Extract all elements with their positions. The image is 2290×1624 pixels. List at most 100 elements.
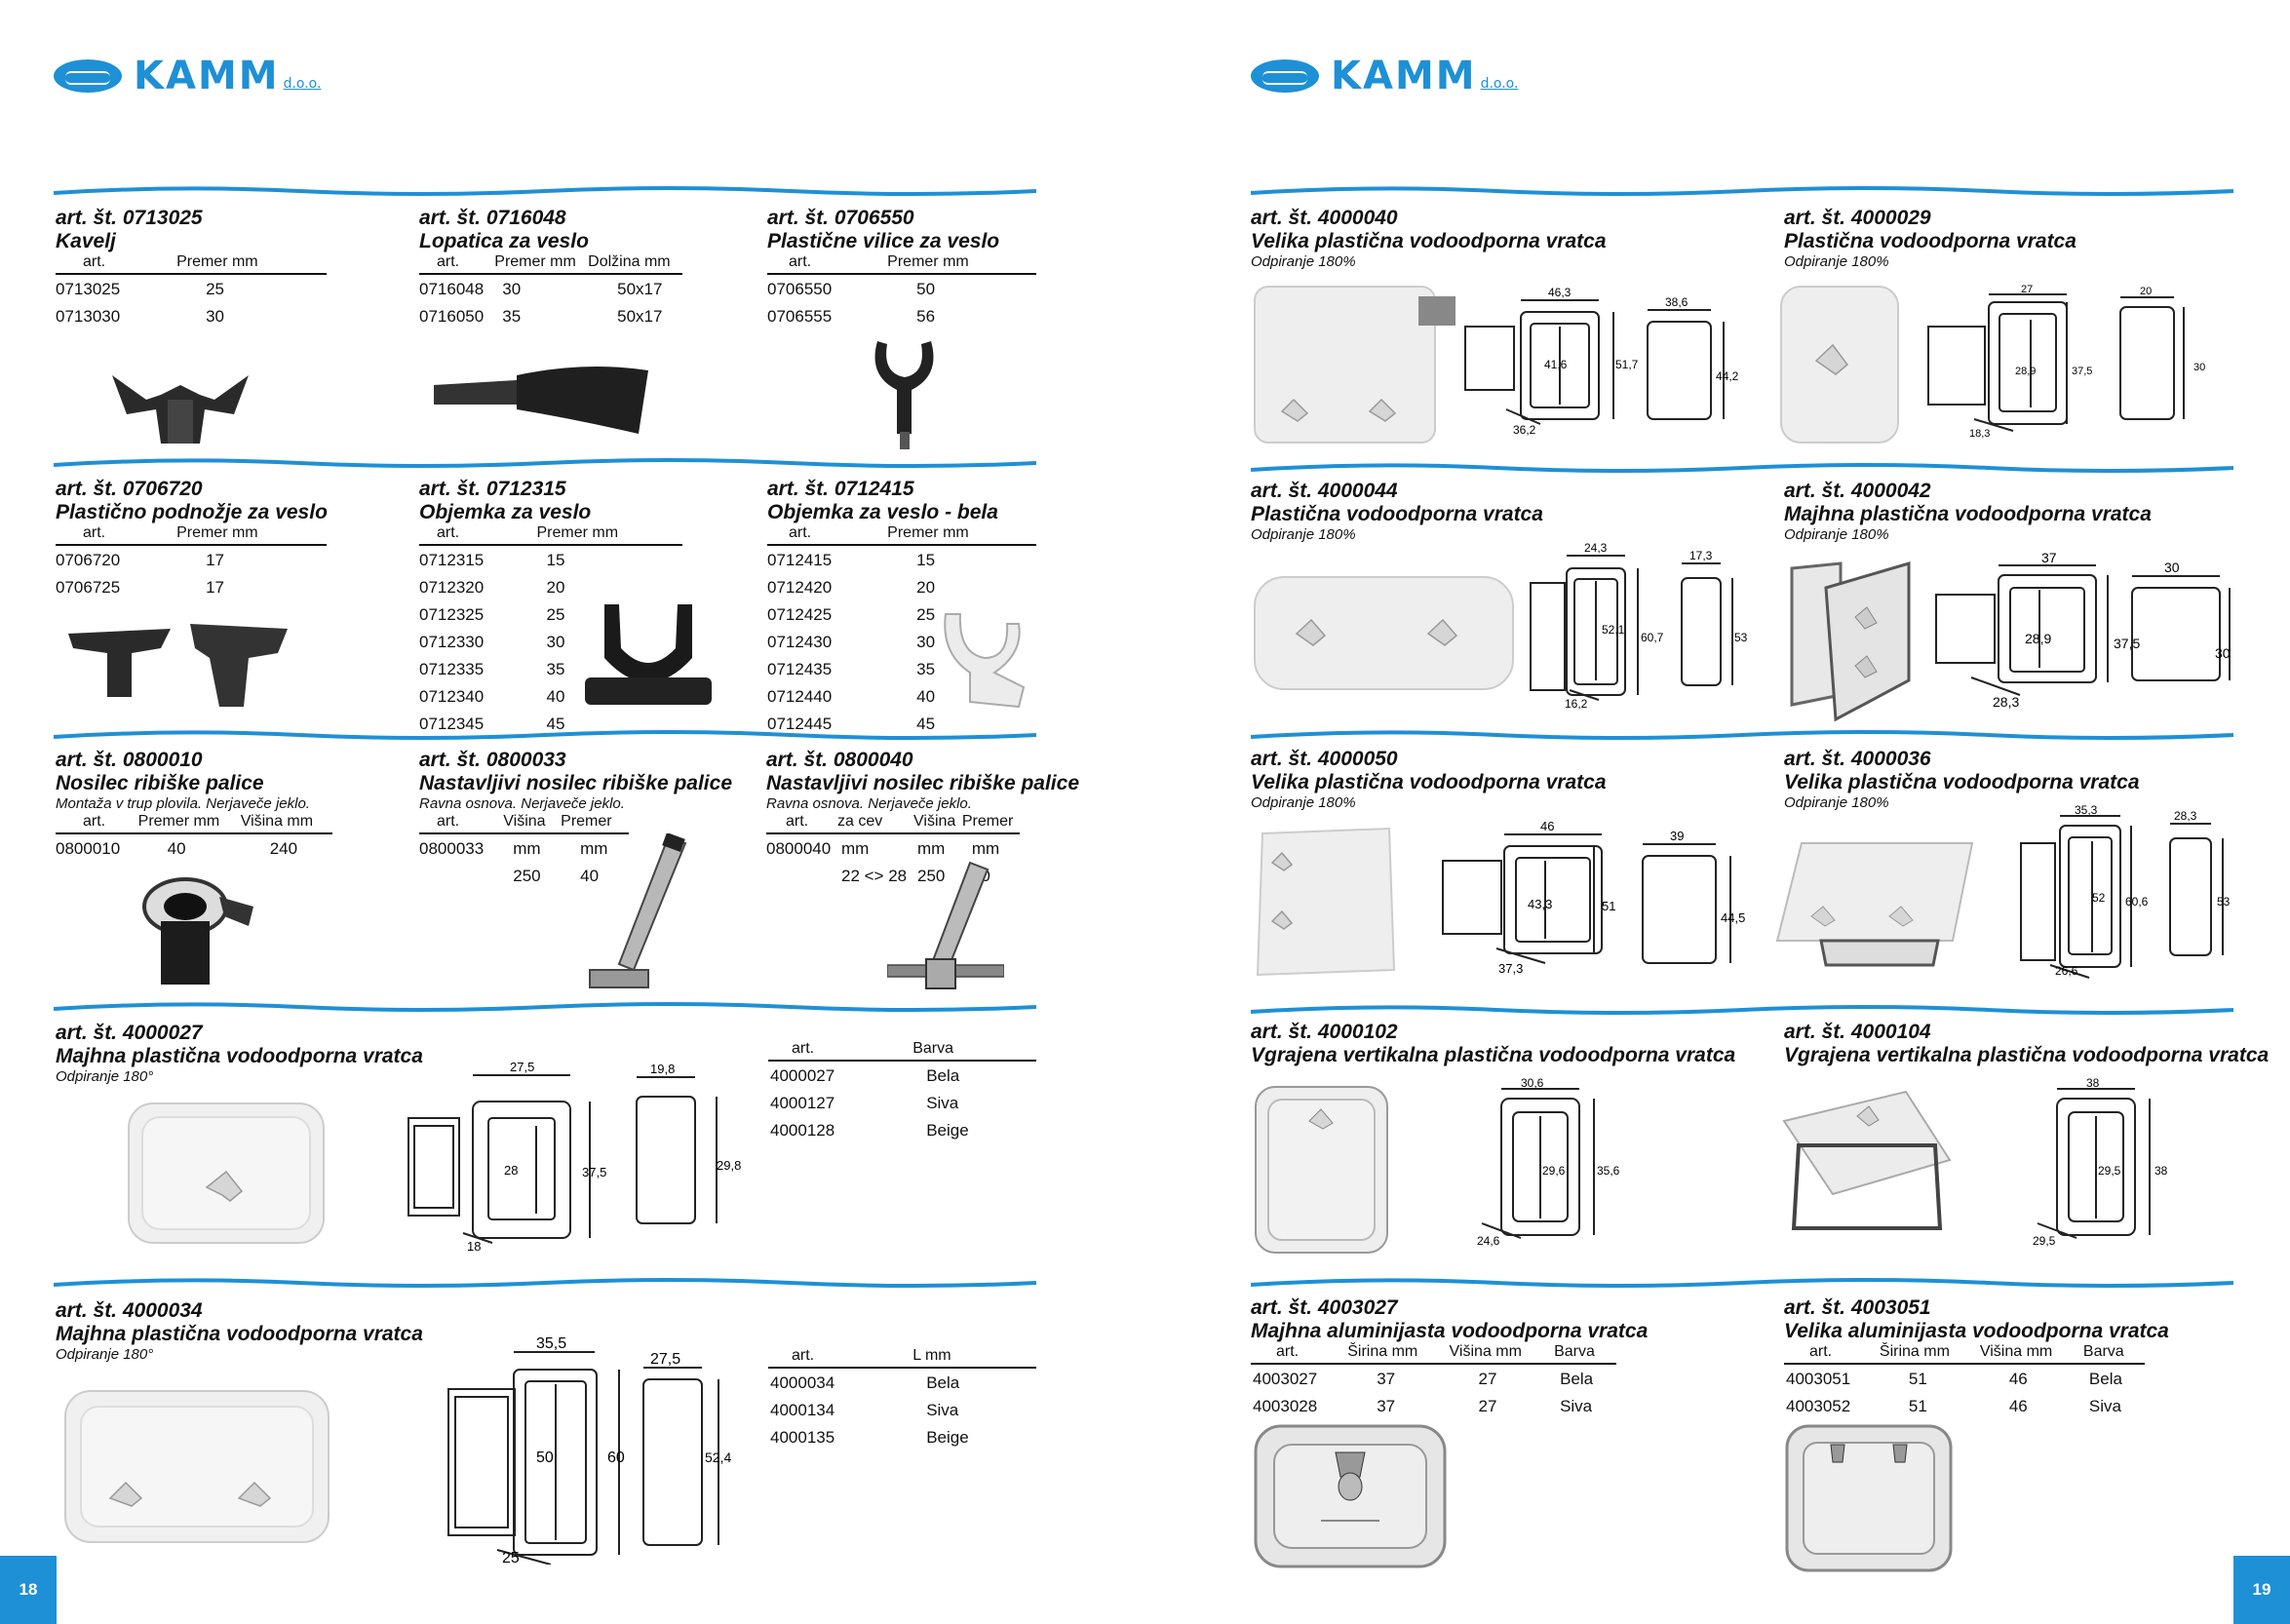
- hatch-photo: [1775, 842, 1974, 967]
- dim-label: 44,2: [1716, 369, 1739, 383]
- hatch-dimension-drawing: 37 30 28,9 37,5 30 28,3: [1935, 551, 2231, 710]
- dim-label: 20: [2140, 286, 2152, 297]
- hatch-photo: [1790, 561, 1911, 722]
- dim-label: 38: [2086, 1077, 2100, 1090]
- product-4000027: art. št. 4000027 Majhna plastična vodood…: [56, 1022, 423, 1086]
- dim-label: 60,7: [1641, 631, 1664, 644]
- article-number: art. št. 0716048: [419, 207, 566, 229]
- dim-label: 37,3: [1498, 961, 1523, 976]
- product-4003027: art. št. 4003027 Majhna aluminijasta vod…: [1251, 1296, 1648, 1419]
- dim-label: 35,6: [1597, 1164, 1620, 1178]
- dim-label: 30: [2215, 645, 2231, 661]
- product-title: Objemka za veslo - bela: [767, 501, 998, 523]
- product-note: Odpiranje 180%: [1784, 794, 1889, 811]
- article-number: art. št. 4000034: [56, 1299, 203, 1322]
- product-0706550: art. št. 0706550 Plastične vilice za ves…: [767, 207, 1036, 329]
- dim-label: 25: [502, 1550, 520, 1565]
- product-4000036: art. št. 4000036 Velika plastična vodood…: [1784, 748, 2140, 812]
- dim-label: 28: [504, 1163, 518, 1178]
- brand-suffix: d.o.o.: [283, 76, 322, 92]
- brand-suffix: d.o.o.: [1480, 76, 1519, 92]
- product-note: Ravna osnova. Nerjaveče jeklo.: [766, 795, 972, 812]
- hatch-dimension-drawing: 27 20 28,9 37,5 30 18,3: [1927, 284, 2205, 440]
- product-0713025: art. št. 0713025 Kavelj art.Premer mm 07…: [56, 207, 327, 329]
- hatch-dimension-drawing: 35,3 28,3 52 60,6 53 26,6: [2020, 804, 2231, 979]
- product-note: Odpiranje 180%: [1251, 526, 1356, 543]
- dim-label: 43,3: [1528, 897, 1552, 911]
- article-number: art. št. 4000042: [1784, 480, 1931, 502]
- wave-divider: [1251, 463, 2233, 473]
- product-title: Lopatica za veslo: [419, 230, 589, 252]
- article-number: art. št. 4000102: [1251, 1021, 1398, 1043]
- dim-label: 39: [1670, 829, 1684, 843]
- product-note: Ravna osnova. Nerjaveče jeklo.: [419, 795, 625, 812]
- article-number: art. št. 0800040: [766, 749, 913, 771]
- hatch-photo: [1780, 286, 1899, 444]
- adjustable-rod-holder-image: [589, 833, 687, 988]
- white-clamp-image: [944, 613, 1026, 709]
- product-note: Odpiranje 180°: [56, 1068, 154, 1085]
- dim-label: 28,3: [1993, 694, 2019, 710]
- dim-label: 46: [1540, 819, 1554, 833]
- dim-label: 53: [2217, 895, 2231, 909]
- rod-holder-image: [142, 877, 253, 985]
- dim-label: 35,3: [2075, 804, 2098, 817]
- dim-label: 28,9: [2025, 631, 2051, 646]
- dim-label: 37: [2041, 551, 2057, 565]
- dim-label: 50: [536, 1450, 554, 1466]
- aluminium-hatch-photo: [1254, 1424, 1447, 1568]
- hatch-photo: [1255, 1086, 1388, 1254]
- dim-label: 52,4: [705, 1450, 731, 1465]
- product-title: Nosilec ribiške palice: [56, 772, 264, 794]
- product-title: Objemka za veslo: [419, 501, 592, 523]
- product-title: Majhna aluminijasta vodoodporna vratca: [1251, 1320, 1649, 1342]
- dim-label: 30: [2164, 560, 2180, 575]
- product-title: Plastično podnožje za veslo: [56, 501, 328, 523]
- oarlock-image: [874, 341, 934, 449]
- product-title: Kavelj: [56, 230, 116, 252]
- hatch-photo: [128, 1102, 325, 1244]
- dim-label: 28,9: [2015, 366, 2036, 377]
- boat-hook-image: [112, 375, 249, 444]
- dim-label: 46,3: [1548, 286, 1572, 299]
- tube-rod-holder-image: [887, 861, 1004, 989]
- dim-label: 17,3: [1689, 549, 1713, 562]
- hatch-photo: [1782, 1090, 1952, 1230]
- brand-name: KAMM: [134, 54, 280, 98]
- product-note: Odpiranje 180%: [1784, 253, 1889, 270]
- product-title: Nastavljivi nosilec ribiške palice: [766, 772, 1079, 794]
- dim-label: 52: [2092, 891, 2106, 905]
- wave-divider: [1251, 1278, 2233, 1288]
- article-number: art. št. 4003027: [1251, 1296, 1398, 1319]
- article-number: art. št. 4000050: [1251, 748, 1398, 770]
- dim-label: 37,5: [582, 1165, 606, 1179]
- article-number: art. št. 0706550: [767, 207, 914, 229]
- dim-label: 27,5: [650, 1351, 680, 1368]
- dim-label: 24,6: [1477, 1234, 1500, 1248]
- hatch-photo: [1256, 827, 1396, 977]
- article-number: art. št. 4003051: [1784, 1296, 1931, 1319]
- product-0800033: art. št. 0800033 Nastavljivi nosilec rib…: [419, 749, 732, 889]
- product-title: Vgrajena vertikalna plastična vodoodporn…: [1251, 1044, 1736, 1066]
- wave-divider: [1251, 730, 2233, 740]
- dim-label: 29,6: [1542, 1164, 1566, 1178]
